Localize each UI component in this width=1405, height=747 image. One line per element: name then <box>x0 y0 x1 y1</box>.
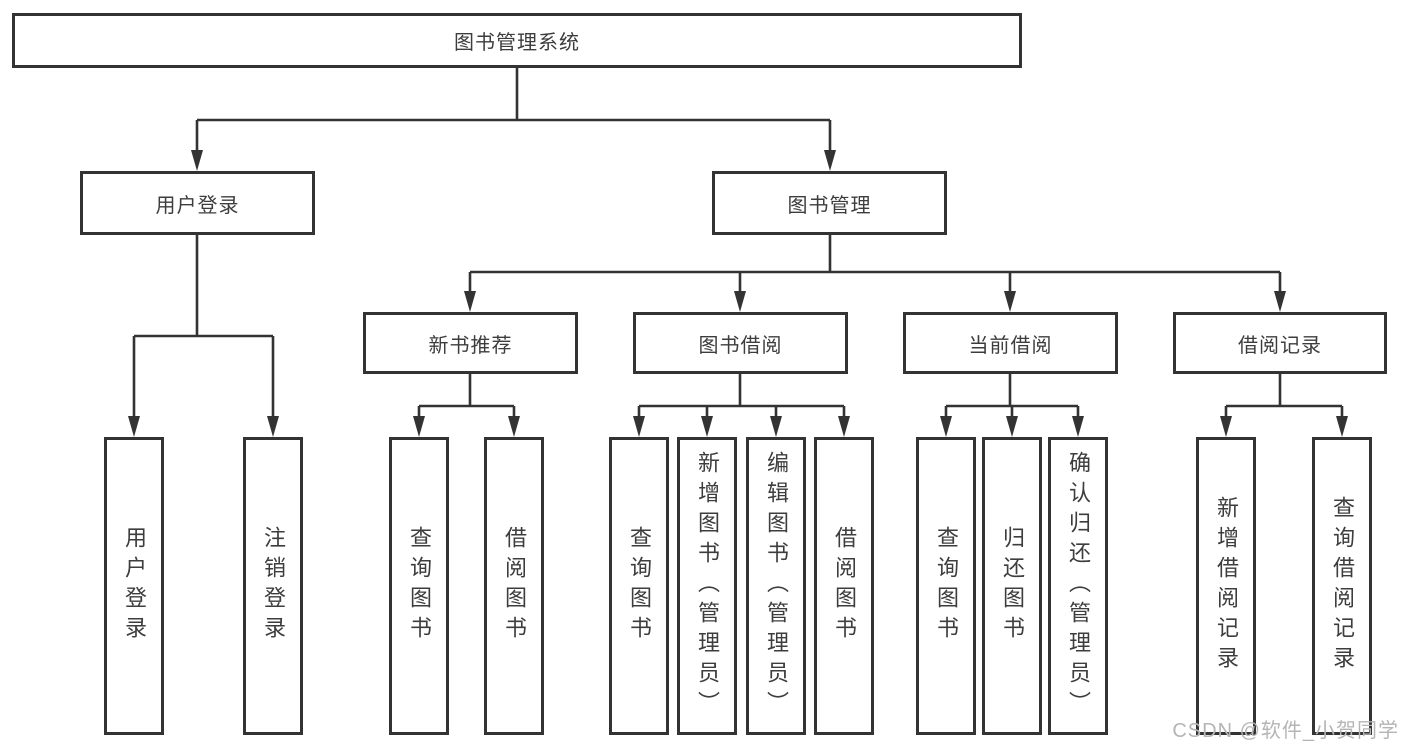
node-book-borrow: 图书借阅 <box>633 312 848 374</box>
leaf-query-borrow-record: 查询借阅记录 <box>1312 437 1372 735</box>
node-book-management: 图书管理 <box>712 171 947 235</box>
leaf-logout: 注销登录 <box>243 437 303 735</box>
leaf-add-borrow-record: 新增借阅记录 <box>1196 437 1256 735</box>
node-root: 图书管理系统 <box>12 13 1022 68</box>
leaf-edit-book-admin: 编辑图书（管理员） <box>746 437 806 735</box>
leaf-add-book-admin: 新增图书（管理员） <box>677 437 737 735</box>
node-new-book-recommend: 新书推荐 <box>363 312 578 374</box>
leaf-query-books-current: 查询图书 <box>916 437 976 735</box>
leaf-borrow-books: 借阅图书 <box>814 437 874 735</box>
leaf-borrow-books-recommend: 借阅图书 <box>484 437 544 735</box>
leaf-query-books-borrow: 查询图书 <box>609 437 669 735</box>
leaf-user-login: 用户登录 <box>104 437 164 735</box>
leaf-confirm-return-admin: 确认归还（管理员） <box>1048 437 1108 735</box>
leaf-query-books-recommend: 查询图书 <box>389 437 449 735</box>
node-borrow-records: 借阅记录 <box>1173 312 1387 374</box>
leaf-return-book: 归还图书 <box>982 437 1042 735</box>
node-current-borrow: 当前借阅 <box>903 312 1118 374</box>
watermark: CSDN @软件_小贺同学 <box>1172 720 1399 742</box>
node-user-login: 用户登录 <box>80 171 315 235</box>
